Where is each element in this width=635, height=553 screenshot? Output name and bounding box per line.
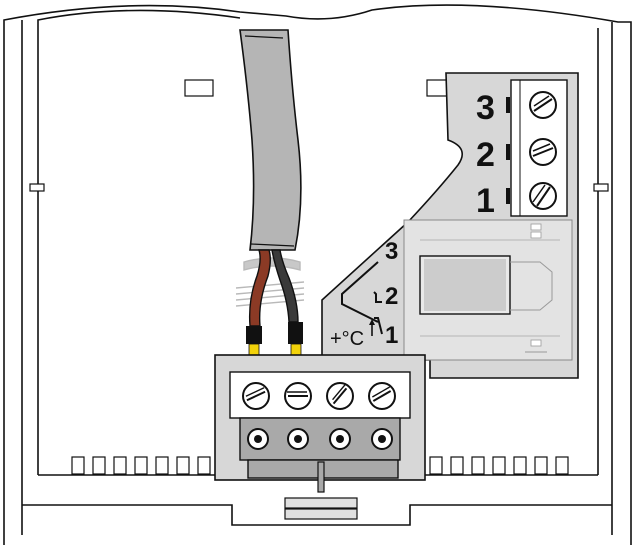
switch-label-2: 2 xyxy=(385,283,398,310)
switch-symbol xyxy=(341,261,383,335)
vent-slot xyxy=(155,456,169,475)
socket-icon[interactable] xyxy=(287,428,309,450)
terminal-label-3: 3 xyxy=(476,89,495,127)
lower-screw-row xyxy=(242,382,396,410)
black-wire xyxy=(271,249,303,359)
sensor-coil xyxy=(419,255,511,315)
screw-icon[interactable] xyxy=(368,382,396,410)
temperature-symbol: +°C xyxy=(330,328,364,350)
screw-icon[interactable] xyxy=(529,182,557,210)
vent-slot xyxy=(513,456,527,475)
screw-icon[interactable] xyxy=(242,382,270,410)
bottom-tab xyxy=(284,497,358,520)
left-clip-notch xyxy=(29,183,45,192)
lower-terminal-block xyxy=(214,354,426,493)
sensor-module xyxy=(403,219,573,361)
screw-icon[interactable] xyxy=(284,382,312,410)
vent-slots-right xyxy=(429,456,569,475)
vent-slot xyxy=(197,456,211,475)
switch-label-3: 3 xyxy=(385,238,398,265)
lower-socket-row xyxy=(247,428,393,450)
socket-icon[interactable] xyxy=(329,428,351,450)
vent-slot xyxy=(492,456,506,475)
terminal-1: 1 xyxy=(476,182,557,220)
terminal-label-2: 2 xyxy=(476,136,495,174)
vent-slot xyxy=(471,456,485,475)
vent-slot xyxy=(555,456,569,475)
screw-icon[interactable] xyxy=(529,138,557,166)
vent-slots-left xyxy=(71,456,211,475)
cable xyxy=(239,29,302,251)
vent-slot xyxy=(71,456,85,475)
vent-slot xyxy=(176,456,190,475)
vent-slot xyxy=(134,456,148,475)
terminal-label-1: 1 xyxy=(476,182,495,220)
switch-label-1: 1 xyxy=(385,322,398,349)
socket-icon[interactable] xyxy=(371,428,393,450)
terminal-2: 2 xyxy=(476,136,557,174)
vent-slot xyxy=(92,456,106,475)
vent-slot xyxy=(429,456,443,475)
right-clip-notch xyxy=(593,183,609,192)
top-left-slot xyxy=(184,79,214,97)
screw-icon[interactable] xyxy=(529,91,557,119)
terminal-3: 3 xyxy=(476,89,557,127)
housing xyxy=(3,4,632,545)
screw-icon[interactable] xyxy=(326,382,354,410)
vent-slot xyxy=(113,456,127,475)
brown-wire xyxy=(246,249,271,359)
vent-slot xyxy=(534,456,548,475)
vent-slot xyxy=(450,456,464,475)
socket-icon[interactable] xyxy=(247,428,269,450)
